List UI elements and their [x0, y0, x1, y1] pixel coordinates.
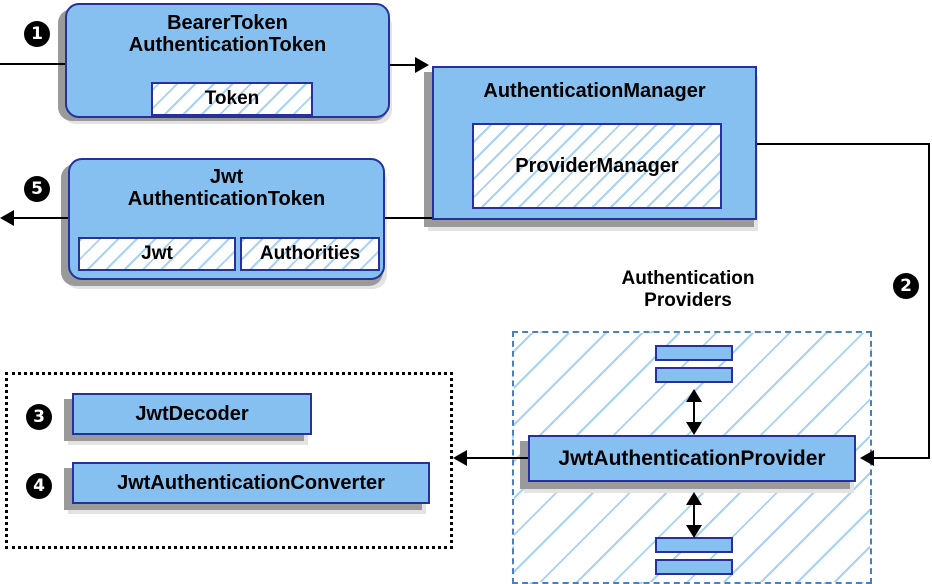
slot-jwt: Jwt [78, 237, 236, 271]
provider-placeholder-bar-top-1 [655, 345, 733, 361]
arrowhead-provider-down-top [686, 422, 702, 435]
slot-provider-manager: ProviderManager [472, 123, 722, 209]
bearer-token-title-line2: AuthenticationToken [128, 34, 327, 57]
arrowhead-provider-up-bottom [686, 492, 702, 505]
arrowhead-provider-to-support [453, 450, 467, 466]
connector-manager-right [757, 143, 930, 145]
node-jwt-authentication-token[interactable]: Jwt AuthenticationToken Jwt Authorities [68, 158, 385, 280]
slot-authorities: Authorities [240, 237, 380, 271]
connector-into-provider [872, 457, 930, 459]
step-marker-3: 3 [26, 404, 52, 430]
step-marker-2: 2 [893, 273, 919, 299]
jwt-token-title-line2: AuthenticationToken [127, 188, 326, 211]
step-marker-1: 1 [24, 21, 50, 47]
connector-bearer-to-manager [390, 64, 426, 66]
connector-provider-up-shaft [693, 392, 695, 430]
node-jwt-decoder[interactable]: JwtDecoder [72, 393, 312, 435]
provider-placeholder-bar-bottom-2 [655, 559, 733, 575]
arrowhead-provider-up [686, 389, 702, 402]
connector-provider-down-shaft [693, 495, 695, 533]
arrowhead-response-out [0, 210, 14, 226]
arrowhead-provider-down-bottom [686, 525, 702, 538]
connector-right-down [928, 143, 930, 458]
node-jwt-authentication-converter[interactable]: JwtAuthenticationConverter [72, 462, 430, 504]
providers-caption-line2: Providers [644, 289, 732, 311]
step-marker-4: 4 [26, 473, 52, 499]
node-jwt-authentication-provider[interactable]: JwtAuthenticationProvider [528, 435, 856, 482]
connector-request-in [0, 63, 68, 65]
arrowhead-bearer-to-manager [415, 57, 429, 73]
node-authentication-manager[interactable]: AuthenticationManager ProviderManager [432, 66, 757, 220]
jwt-token-title-line1: Jwt [209, 166, 244, 188]
providers-caption-line1: Authentication [621, 268, 755, 289]
authentication-providers-caption: Authentication Providers [588, 268, 788, 311]
slot-token: Token [151, 82, 313, 116]
node-bearer-token-authentication-token[interactable]: BearerToken AuthenticationToken Token [65, 3, 390, 118]
step-marker-5: 5 [24, 176, 50, 202]
authentication-manager-title: AuthenticationManager [483, 80, 706, 102]
bearer-token-title-line1: BearerToken [167, 12, 288, 34]
provider-placeholder-bar-bottom-1 [655, 537, 733, 553]
connector-provider-to-support [466, 457, 528, 459]
connector-response-out [12, 217, 70, 219]
provider-placeholder-bar-top-2 [655, 367, 733, 383]
arrowhead-into-provider [860, 450, 874, 466]
connector-manager-to-jwt-token [385, 217, 434, 219]
